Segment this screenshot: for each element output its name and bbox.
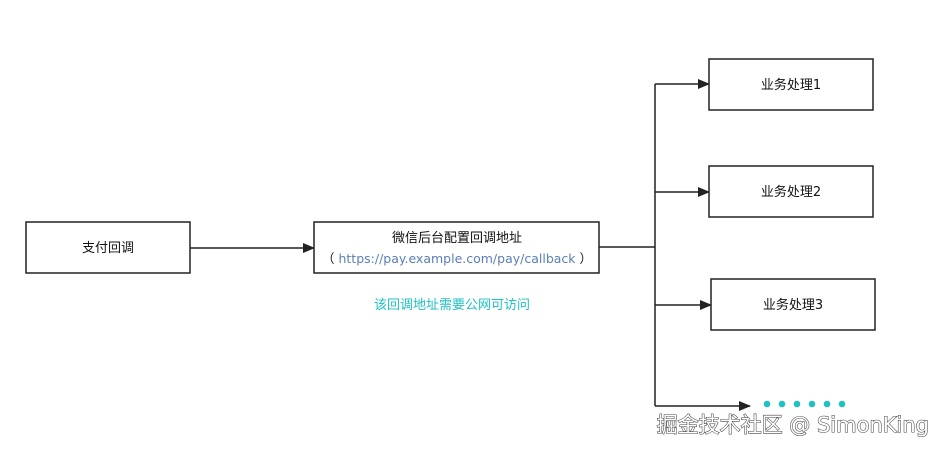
branch-connector: [599, 84, 656, 406]
node-config-url-line: （ https://pay.example.com/pay/callback ）: [322, 251, 592, 266]
watermark: 掘金技术社区 @ SimonKing: [657, 413, 929, 437]
more-handlers-ellipsis: [763, 400, 846, 408]
node-config: 微信后台配置回调地址 （ https://pay.example.com/pay…: [313, 221, 600, 274]
node-config-title: 微信后台配置回调地址: [392, 231, 522, 246]
ellipsis-dot: [823, 400, 831, 408]
url-close-paren: ）: [580, 251, 593, 266]
node-handler-2: 业务处理2: [708, 165, 874, 218]
url-open-paren: （: [322, 251, 335, 266]
callback-url: https://pay.example.com/pay/callback: [338, 251, 576, 266]
node-handler-1: 业务处理1: [708, 58, 874, 111]
node-source: 支付回调: [25, 221, 191, 274]
node-handler-2-label: 业务处理2: [761, 184, 821, 200]
ellipsis-dot: [778, 400, 786, 408]
ellipsis-dot: [838, 400, 846, 408]
ellipsis-dot: [808, 400, 816, 408]
node-handler-3-label: 业务处理3: [763, 297, 823, 313]
public-access-note: 该回调地址需要公网可访问: [374, 298, 530, 313]
node-handler-3: 业务处理3: [710, 278, 876, 331]
node-handler-1-label: 业务处理1: [761, 77, 821, 93]
node-source-label: 支付回调: [82, 241, 134, 256]
ellipsis-dot: [763, 400, 771, 408]
ellipsis-dot: [793, 400, 801, 408]
